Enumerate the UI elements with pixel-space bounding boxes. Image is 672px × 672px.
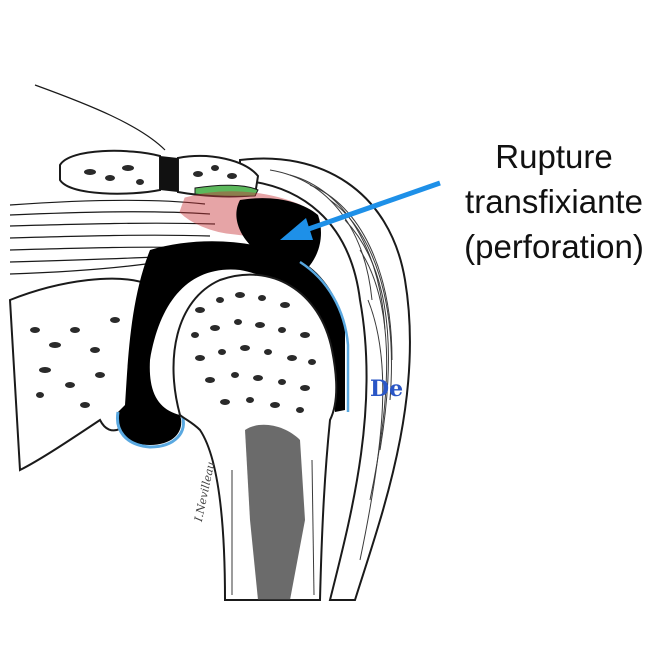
cancellous-bone-texture xyxy=(191,292,316,413)
annotation-arrow-head xyxy=(280,218,313,240)
annotation-line-3: (perforation) xyxy=(464,228,644,265)
annotation-line-2: transfixiante xyxy=(465,183,643,220)
contour-line xyxy=(34,84,166,151)
perforation xyxy=(236,198,321,275)
cartilage-lining xyxy=(115,411,185,449)
deltoid-label: De xyxy=(370,376,404,402)
annotation-label: Rupture transfixiante (perforation) xyxy=(440,134,668,269)
deltoid-muscle xyxy=(239,157,411,601)
cartilage-lining-head xyxy=(299,260,350,412)
shaft-hatching xyxy=(231,459,315,596)
scapula-texture xyxy=(30,317,120,408)
tendon-remnant xyxy=(194,184,259,197)
clavicle xyxy=(59,149,161,195)
annotation-line-1: Rupture xyxy=(495,138,613,175)
acromioclavicular-joint xyxy=(160,156,178,192)
acromion-texture xyxy=(84,165,237,185)
medullary-cavity xyxy=(245,424,305,600)
deltoid-fibers xyxy=(269,169,393,561)
annotation-arrow-shaft xyxy=(299,180,441,235)
